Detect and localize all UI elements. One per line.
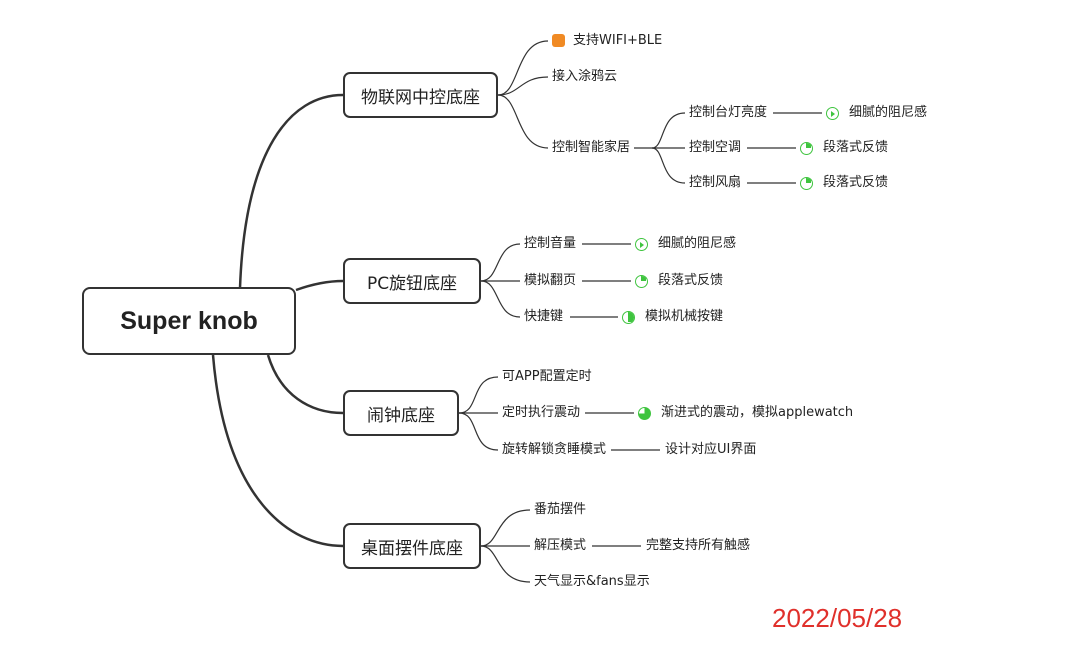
leaf-lamp-feel[interactable]: 细腻的阻尼感 <box>849 105 928 120</box>
leaf-tomato[interactable]: 番茄摆件 <box>534 502 587 517</box>
leaf-ac-feel[interactable]: 段落式反馈 <box>823 140 889 155</box>
half-circle-icon <box>622 311 635 324</box>
leaf-vibrate[interactable]: 定时执行震动 <box>502 405 581 420</box>
play-circle-icon <box>635 238 648 251</box>
leaf-shortcut[interactable]: 快捷键 <box>524 309 564 324</box>
leaf-snooze[interactable]: 旋转解锁贪睡模式 <box>502 442 607 457</box>
leaf-volume-feel[interactable]: 细腻的阻尼感 <box>658 236 737 251</box>
branch-desk[interactable]: 桌面摆件底座 <box>343 523 481 569</box>
leaf-fan-feel[interactable]: 段落式反馈 <box>823 175 889 190</box>
leaf-page-feel[interactable]: 段落式反馈 <box>658 273 724 288</box>
leaf-weather[interactable]: 天气显示&fans显示 <box>534 574 650 589</box>
leaf-decompress-feel[interactable]: 完整支持所有触感 <box>646 538 751 553</box>
date-stamp: 2022/05/28 <box>772 603 903 633</box>
branch-iot[interactable]: 物联网中控底座 <box>343 72 498 118</box>
leaf-app[interactable]: 可APP配置定时 <box>502 369 592 384</box>
leaf-lamp[interactable]: 控制台灯亮度 <box>689 105 768 120</box>
three-quarter-icon <box>638 407 651 420</box>
leaf-volume[interactable]: 控制音量 <box>524 236 577 251</box>
pie-quarter-icon <box>635 275 648 288</box>
leaf-ac[interactable]: 控制空调 <box>689 140 742 155</box>
leaf-shortcut-feel[interactable]: 模拟机械按键 <box>645 309 724 324</box>
pie-quarter-icon <box>800 177 813 190</box>
leaf-fan[interactable]: 控制风扇 <box>689 175 742 190</box>
leaf-page[interactable]: 模拟翻页 <box>524 273 577 288</box>
leaf-tuya[interactable]: 接入涂鸦云 <box>552 69 618 84</box>
branch-pc[interactable]: PC旋钮底座 <box>343 258 481 304</box>
leaf-snooze-ui[interactable]: 设计对应UI界面 <box>665 442 757 457</box>
leaf-vibrate-feel[interactable]: 渐进式的震动，模拟applewatch <box>661 405 854 420</box>
leaf-smarthome[interactable]: 控制智能家居 <box>552 140 631 155</box>
branch-alarm[interactable]: 闹钟底座 <box>343 390 459 436</box>
leaf-decompress[interactable]: 解压模式 <box>534 538 587 553</box>
leaf-wifi[interactable]: 支持WIFI+BLE <box>573 33 663 48</box>
pie-quarter-icon <box>800 142 813 155</box>
rss-icon <box>552 34 565 47</box>
root-node[interactable]: Super knob <box>82 287 296 355</box>
play-circle-icon <box>826 107 839 120</box>
